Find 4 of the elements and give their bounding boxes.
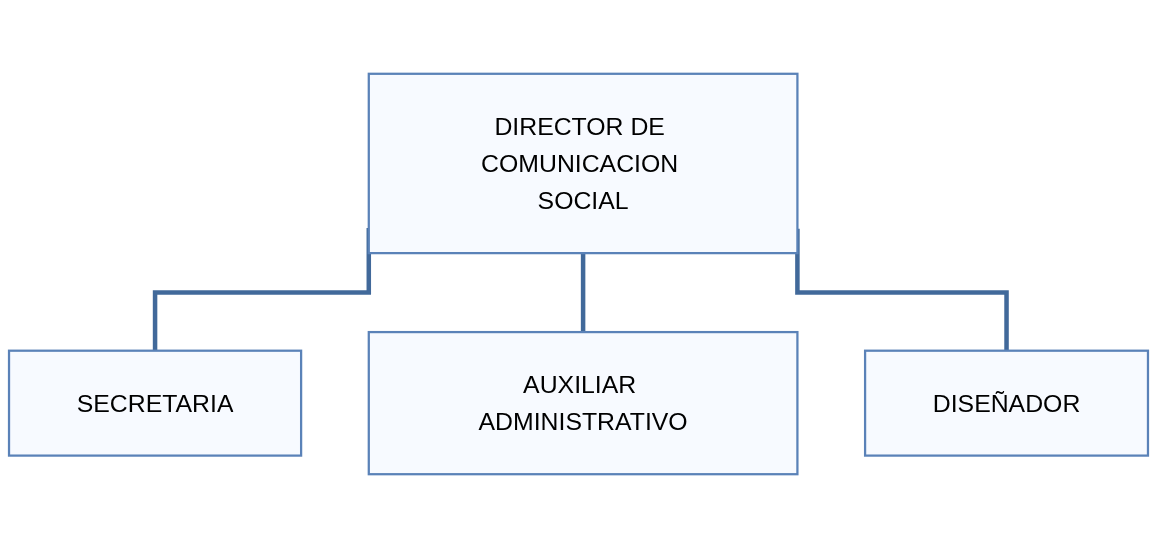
node-box: DISEÑADOR xyxy=(863,349,1150,457)
node-box: AUXILIAR ADMINISTRATIVO xyxy=(367,330,799,476)
node-box: SECRETARIA xyxy=(7,349,303,457)
node-box: DIRECTOR DE COMUNICACION SOCIAL xyxy=(367,72,799,255)
